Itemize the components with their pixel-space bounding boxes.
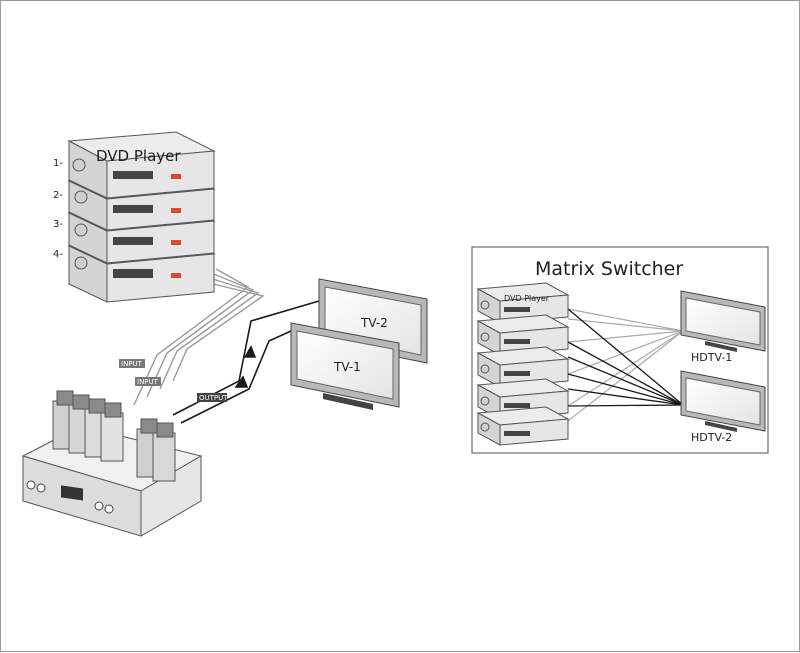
dvd-unit-1 [67,131,216,199]
svg-text:INPUT: INPUT [137,378,159,386]
hdtv-1 [680,290,766,352]
hdtv-2-label: HDTV-2 [691,431,732,444]
dvd-unit-3 [67,203,216,264]
dvd-number-4: 4- [53,249,63,260]
dvd-number-1: 1- [53,158,63,169]
matrix-lines-hdtv2 [567,308,684,407]
matrix-dvd-label: DVD Player [504,294,550,303]
input-tag-2: INPUT [135,377,161,386]
input-connectors [52,390,124,462]
matrix-switcher-title: Matrix Switcher [535,258,683,280]
dvd-number-3: 3- [53,219,63,230]
output-tag: OUTPUT [197,393,228,402]
tv-2-label: TV-2 [360,316,388,330]
dvd-number-2: 2- [53,190,63,201]
input-tag-1: INPUT [119,359,145,368]
dvd-stack-matrix [476,282,570,446]
hdtv-2 [680,370,766,432]
tv-1 [290,322,400,410]
tv-1-label: TV-1 [333,360,361,374]
output-connectors [136,418,176,482]
svg-text:INPUT: INPUT [121,360,143,368]
dvd-player-title: DVD Player [96,147,181,165]
hdtv-1-label: HDTV-1 [691,351,732,364]
dvd-stack-left [67,131,216,303]
svg-text:OUTPUT: OUTPUT [199,394,228,402]
